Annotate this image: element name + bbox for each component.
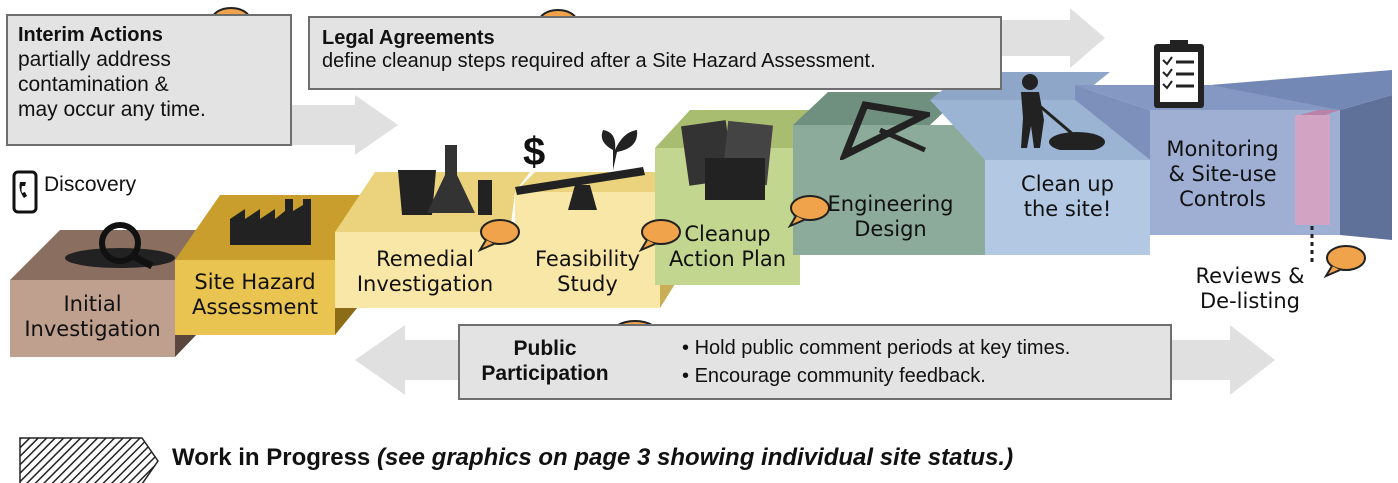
work-in-progress-legend: Work in Progress (see graphics on page 3… xyxy=(172,444,1013,472)
discovery-label: Discovery xyxy=(44,173,137,196)
interim-title: Interim Actions xyxy=(18,24,163,46)
legal-agreements-box: Legal Agreements define cleanup steps re… xyxy=(308,16,1002,90)
legal-arrow xyxy=(1000,8,1105,68)
phone-icon xyxy=(12,170,38,214)
factory-icon xyxy=(230,199,311,245)
public-arrow xyxy=(355,325,460,395)
magnifier-icon xyxy=(65,222,175,270)
interim-arrow xyxy=(290,95,398,155)
lab-flask-icon xyxy=(398,145,492,215)
list-item: • Hold public comment periods at key tim… xyxy=(682,337,1071,359)
interim-line-1: partially address xyxy=(18,48,171,71)
speech-bubble-icon xyxy=(1323,245,1366,278)
svg-text:$: $ xyxy=(523,130,545,174)
speech-bubble-icon xyxy=(638,219,681,252)
interim-line-2: contamination & xyxy=(18,73,169,96)
speech-bubble-icon xyxy=(787,195,830,228)
interim-line-3: may occur any time. xyxy=(18,98,206,121)
wip-hatched-arrow xyxy=(19,437,159,483)
legal-title: Legal Agreements xyxy=(322,27,495,49)
wip-bold: Work in Progress xyxy=(172,444,371,471)
clipboard-checklist-icon xyxy=(1154,40,1204,108)
documents-icon xyxy=(681,120,774,200)
legal-body: define cleanup steps required after a Si… xyxy=(322,50,876,72)
wip-italic: (see graphics on page 3 showing individu… xyxy=(376,444,1014,471)
list-item: • Encourage community feedback. xyxy=(682,365,986,387)
speech-bubble-icon xyxy=(477,219,520,252)
balance-scale-icon: $ xyxy=(515,130,645,210)
public-bullets: • Hold public comment periods at key tim… xyxy=(682,334,1070,390)
triangle-ruler-icon xyxy=(840,101,930,160)
worker-shovel-icon xyxy=(1021,74,1105,150)
interim-actions-box: Interim Actions partially address contam… xyxy=(6,14,292,146)
reviews-delisting-label: Reviews &De-listing xyxy=(1195,264,1305,313)
public-arrow-right xyxy=(1170,325,1275,395)
